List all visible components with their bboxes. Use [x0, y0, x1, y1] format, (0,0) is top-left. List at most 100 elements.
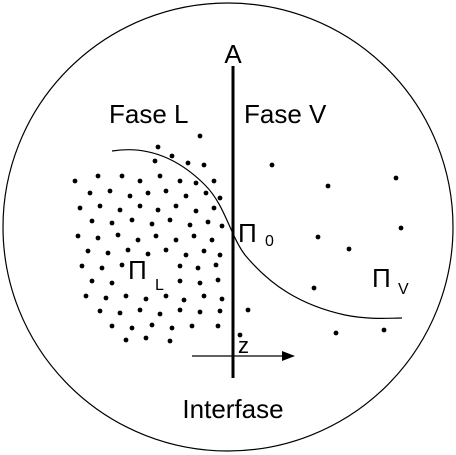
- particle-dot: [381, 327, 387, 333]
- particle-dot: [205, 219, 211, 225]
- particle-dot: [119, 262, 125, 268]
- particle-dot: [219, 223, 225, 229]
- particle-dot: [177, 178, 183, 184]
- particle-dot: [189, 323, 195, 329]
- particle-dot: [99, 265, 105, 271]
- particle-dot: [79, 263, 85, 269]
- label-z-axis: z: [238, 333, 249, 358]
- particle-dot: [209, 237, 215, 243]
- label-phase-right: Fase V: [244, 99, 327, 129]
- particle-dot: [83, 293, 89, 299]
- particle-dot: [103, 295, 109, 301]
- particle-dot: [311, 285, 317, 291]
- particle-dot: [167, 338, 173, 344]
- particle-dot: [325, 183, 331, 189]
- particle-dot: [152, 158, 158, 164]
- particle-dot: [77, 205, 83, 211]
- particle-dot: [109, 323, 115, 329]
- particle-dot: [333, 330, 339, 336]
- particle-dot: [215, 277, 221, 283]
- pi-v-symbol: Π: [372, 263, 391, 293]
- particle-dot: [157, 311, 163, 317]
- particle-dot: [129, 217, 135, 223]
- label-phase-left: Fase L: [109, 99, 189, 129]
- particle-dot: [315, 234, 321, 240]
- particle-dot: [155, 144, 161, 150]
- particle-dot: [85, 248, 91, 254]
- particle-dot: [89, 278, 95, 284]
- particle-dot: [125, 247, 131, 253]
- particle-dot: [72, 178, 78, 184]
- particle-dot: [129, 325, 135, 331]
- particle-dot: [193, 180, 199, 186]
- particle-dot: [109, 220, 115, 226]
- pi-l-symbol: Π: [128, 255, 147, 285]
- particles: [72, 133, 404, 344]
- particle-dot: [217, 195, 223, 201]
- particle-dot: [145, 190, 151, 196]
- particle-dot: [149, 322, 155, 328]
- particle-dot: [117, 310, 123, 316]
- particle-dot: [149, 221, 155, 227]
- particle-dot: [95, 235, 101, 241]
- particle-dot: [217, 308, 223, 314]
- particle-dot: [195, 265, 201, 271]
- particle-dot: [153, 233, 159, 239]
- particle-dot: [237, 332, 243, 338]
- z-axis-arrowhead: [282, 351, 295, 361]
- particle-dot: [163, 188, 169, 194]
- pi-zero-symbol: Π: [238, 218, 257, 248]
- particle-dot: [169, 153, 175, 159]
- particle-dot: [75, 233, 81, 239]
- particle-dot: [187, 222, 193, 228]
- particle-dot: [193, 208, 199, 214]
- particle-dot: [197, 280, 203, 286]
- particle-dot: [117, 207, 123, 213]
- particle-dot: [97, 203, 103, 209]
- particle-dot: [197, 133, 203, 139]
- particle-dot: [201, 162, 207, 168]
- particle-dot: [181, 297, 187, 303]
- particle-dot: [219, 296, 225, 302]
- particle-dot: [269, 162, 275, 168]
- particle-dot: [127, 193, 133, 199]
- profile-curve: [111, 149, 403, 319]
- particle-dot: [177, 278, 183, 284]
- pi-v-subscript: V: [398, 281, 409, 298]
- particle-dot: [87, 190, 93, 196]
- particle-dot: [143, 296, 149, 302]
- particle-dot: [201, 248, 207, 254]
- particle-dot: [123, 337, 129, 343]
- particle-dot: [211, 178, 217, 184]
- particle-dot: [177, 307, 183, 313]
- particle-dot: [167, 217, 173, 223]
- particle-dot: [213, 262, 219, 268]
- particle-dot: [109, 280, 115, 286]
- particle-dot: [107, 188, 113, 194]
- particle-dot: [137, 203, 143, 209]
- particle-dot: [157, 173, 163, 179]
- particle-dot: [201, 293, 207, 299]
- particle-dot: [217, 252, 223, 258]
- pi-zero-subscript: 0: [265, 233, 274, 250]
- label-pi-l: Π L: [128, 255, 164, 294]
- particle-dot: [135, 237, 141, 243]
- particle-dot: [123, 293, 129, 299]
- particle-dot: [119, 173, 125, 179]
- particle-dot: [245, 307, 251, 313]
- pi-l-subscript: L: [155, 277, 164, 294]
- particle-dot: [97, 308, 103, 314]
- label-pi-v: Π V: [372, 263, 409, 298]
- particle-dot: [203, 190, 209, 196]
- particle-dot: [143, 335, 149, 341]
- label-pi-zero: Π 0: [238, 218, 274, 250]
- label-a: A: [224, 39, 242, 69]
- particle-dot: [183, 252, 189, 258]
- particle-dot: [173, 237, 179, 243]
- particle-dot: [89, 218, 95, 224]
- particle-dot: [183, 193, 189, 199]
- particle-dot: [163, 293, 169, 299]
- particle-dot: [169, 325, 175, 331]
